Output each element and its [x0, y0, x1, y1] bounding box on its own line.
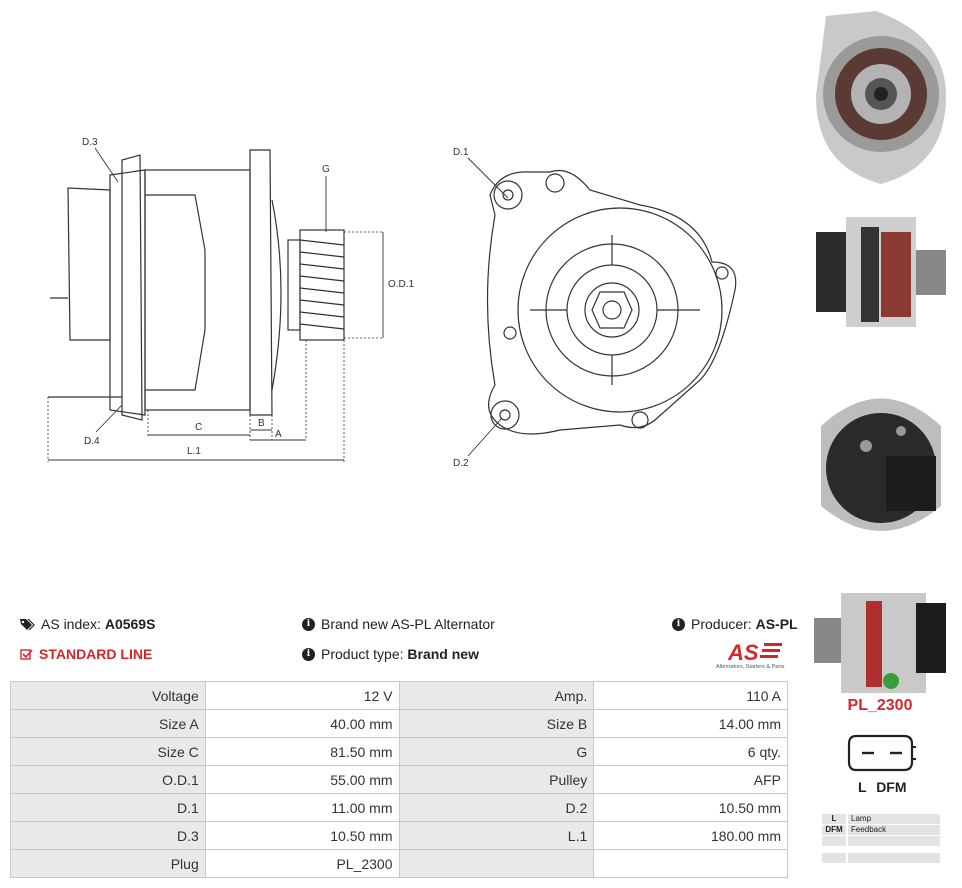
spec-value: 81.50 mm	[204, 737, 400, 766]
spec-value: 55.00 mm	[204, 765, 400, 794]
product-type: i Product type: Brand new	[302, 646, 479, 662]
spec-key: Size B	[398, 709, 595, 738]
producer: i Producer: AS-PL	[672, 616, 798, 632]
spec-key: Size C	[10, 737, 206, 766]
product-type-value: Brand new	[407, 646, 479, 662]
label-l1: L.1	[187, 446, 201, 457]
logo-mark: AS	[727, 640, 759, 665]
spec-key: D.3	[10, 821, 206, 850]
technical-drawing: D.3 D.4 G O.D.1 C B A L.1 D.1 D.2	[47, 137, 737, 469]
spec-key: Pulley	[398, 765, 595, 794]
description: i Brand new AS-PL Alternator	[302, 616, 495, 632]
spec-value: 180.00 mm	[593, 821, 788, 850]
spec-key: L.1	[398, 821, 595, 850]
spec-value: 11.00 mm	[204, 793, 400, 822]
spec-key: Voltage	[10, 681, 206, 710]
spec-value: AFP	[593, 765, 788, 794]
spec-key: D.1	[10, 793, 206, 822]
info-icon: i	[302, 647, 315, 661]
spec-key	[398, 849, 595, 878]
label-d1: D.1	[453, 147, 469, 158]
label-b: B	[258, 418, 265, 429]
checkbox-icon	[20, 648, 33, 661]
spec-value: 6 qty.	[593, 737, 788, 766]
line-label: STANDARD LINE	[39, 646, 153, 662]
spec-value: 40.00 mm	[204, 709, 400, 738]
producer-value: AS-PL	[755, 616, 798, 632]
plug-connector-icon	[847, 734, 916, 772]
spec-value: 10.50 mm	[593, 793, 788, 822]
product-photo-side[interactable]	[806, 192, 956, 370]
product-line: STANDARD LINE	[20, 646, 152, 662]
plug-pins: L DFM	[858, 779, 907, 795]
label-od1: O.D.1	[388, 279, 415, 290]
tag-icon	[20, 618, 35, 631]
label-c: C	[195, 422, 202, 433]
spec-key: G	[398, 737, 595, 766]
label-g: G	[322, 164, 330, 175]
spec-key: Amp.	[398, 681, 595, 710]
spec-value: 110 A	[593, 681, 788, 710]
label-a: A	[275, 429, 282, 440]
plug-code: PL_2300	[847, 697, 913, 714]
spec-value: 10.50 mm	[204, 821, 400, 850]
spec-key: O.D.1	[10, 765, 206, 794]
legend-row-empty	[822, 836, 940, 846]
spec-key: Size A	[10, 709, 206, 738]
legend-row-empty	[822, 853, 940, 863]
as-index: AS index: A0569S	[20, 616, 155, 632]
product-photo-rear[interactable]	[806, 376, 956, 554]
spec-value: 12 V	[204, 681, 400, 710]
info-icon: i	[672, 617, 685, 631]
as-pl-logo: AS Alternators, Starters & Parts	[716, 640, 785, 670]
spec-key: D.2	[398, 793, 595, 822]
product-photo-front[interactable]	[806, 6, 956, 184]
as-index-value: A0569S	[104, 616, 156, 632]
label-d2: D.2	[453, 458, 469, 469]
spec-value: PL_2300	[204, 849, 400, 878]
spec-key: Plug	[10, 849, 206, 878]
product-photo-angle[interactable]	[806, 554, 956, 732]
info-icon: i	[302, 617, 315, 631]
spec-value: 14.00 mm	[593, 709, 788, 738]
label-d3: D.3	[82, 137, 98, 148]
logo-tagline: Alternators, Starters & Parts	[716, 664, 785, 670]
spec-value	[593, 849, 788, 878]
label-d4: D.4	[84, 436, 100, 447]
